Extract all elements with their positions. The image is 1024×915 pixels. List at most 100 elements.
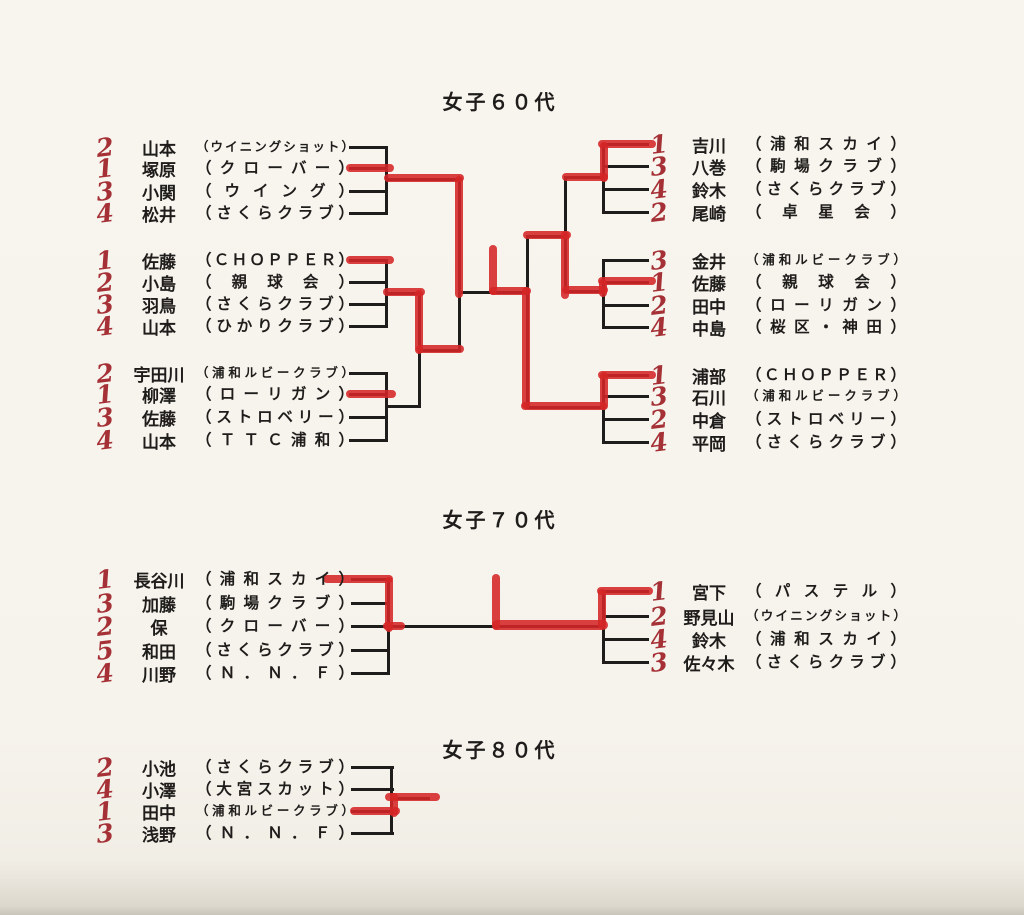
marker-stroke <box>385 793 440 801</box>
player-name: 佐々木 <box>683 654 735 675</box>
marker-stroke <box>383 288 425 296</box>
bracket-line <box>349 325 388 328</box>
bracket-line <box>602 661 649 664</box>
seed-number: 4 <box>94 197 116 229</box>
bracket-line <box>351 625 390 628</box>
bracket-line <box>349 212 388 215</box>
marker-stroke <box>384 174 464 182</box>
bracket-line <box>349 372 388 375</box>
club-name: （さくらクラブ） <box>196 641 354 659</box>
player-name: 鈴木 <box>692 631 726 652</box>
bracket-line <box>351 788 394 791</box>
player-name: 平岡 <box>692 434 726 455</box>
marker-stroke <box>455 176 463 298</box>
club-name: （浦和ルビークラブ） <box>196 365 354 380</box>
player-name: 塚原 <box>142 160 176 181</box>
marker-stroke <box>346 256 394 264</box>
marker-stroke <box>350 807 400 815</box>
seed-number: 2 <box>648 196 670 228</box>
champion-mark <box>492 574 500 630</box>
bracket-line <box>349 281 388 284</box>
bracket-line <box>602 638 649 641</box>
player-name: 加藤 <box>142 595 176 616</box>
marker-stroke <box>561 231 569 299</box>
player-name: 石川 <box>692 388 726 409</box>
section-title-women-60s: 女子６０代 <box>442 90 558 114</box>
bracket-line <box>602 441 649 444</box>
club-name: （ウイニングショット） <box>746 608 906 623</box>
player-name: 田中 <box>692 297 726 318</box>
player-name: 吉川 <box>692 136 726 157</box>
seed-number: 4 <box>648 426 670 458</box>
bracket-line <box>351 649 390 652</box>
player-name: 尾崎 <box>692 204 726 225</box>
player-name: 柳澤 <box>142 386 176 407</box>
bracket-line <box>602 395 649 398</box>
club-name: （ＣＨＯＰＰＥＲ） <box>196 251 354 269</box>
seed-number: 3 <box>648 646 670 678</box>
club-name: （さくらクラブ） <box>746 180 906 198</box>
club-name: （駒場クラブ） <box>196 594 354 612</box>
club-name: （ストロベリー） <box>196 408 354 426</box>
club-name: （さくらクラブ） <box>196 295 354 313</box>
club-name: （親球会） <box>196 273 354 291</box>
seed-number: 3 <box>94 817 116 849</box>
bracket-line <box>349 146 388 149</box>
bracket-line <box>351 832 394 835</box>
player-name: 小澤 <box>142 781 176 802</box>
club-name: （さくらクラブ） <box>746 433 906 451</box>
club-name: （浦和スカイ） <box>746 630 906 648</box>
champion-mark <box>489 245 497 295</box>
bracket-line <box>602 304 649 307</box>
marker-stroke <box>562 286 608 294</box>
player-name: 浅野 <box>142 825 176 846</box>
marker-stroke <box>385 577 393 632</box>
club-name: （浦和ルビークラブ） <box>746 388 906 403</box>
player-name: 浦部 <box>692 367 726 388</box>
bracket-line <box>351 672 390 675</box>
bracket-line <box>349 439 388 442</box>
player-name: 佐藤 <box>142 252 176 273</box>
marker-stroke <box>346 164 394 172</box>
player-name: 小関 <box>142 183 176 204</box>
player-name: 長谷川 <box>133 571 185 592</box>
marker-stroke <box>390 793 398 817</box>
club-name: （ＣＨＯＰＰＥＲ） <box>746 366 906 384</box>
bracket-line <box>349 190 388 193</box>
club-name: （浦和ルビークラブ） <box>746 252 906 267</box>
club-name: （クローバー） <box>196 159 354 177</box>
player-name: 山本 <box>142 139 176 160</box>
club-name: （さくらクラブ） <box>196 204 354 222</box>
club-name: （ＴＴＣ浦和） <box>196 431 354 449</box>
marker-stroke <box>383 622 405 630</box>
player-name: 和田 <box>142 642 176 663</box>
player-name: 中島 <box>692 319 726 340</box>
marker-stroke <box>346 390 396 398</box>
player-name: 田中 <box>142 803 176 824</box>
marker-stroke <box>323 575 393 583</box>
club-name: （ローリガン） <box>196 385 354 403</box>
player-name: 宮下 <box>692 583 726 604</box>
club-name: （ストロベリー） <box>746 410 906 428</box>
bracket-line <box>385 405 421 408</box>
club-name: （Ｎ．Ｎ．Ｆ） <box>196 824 354 842</box>
